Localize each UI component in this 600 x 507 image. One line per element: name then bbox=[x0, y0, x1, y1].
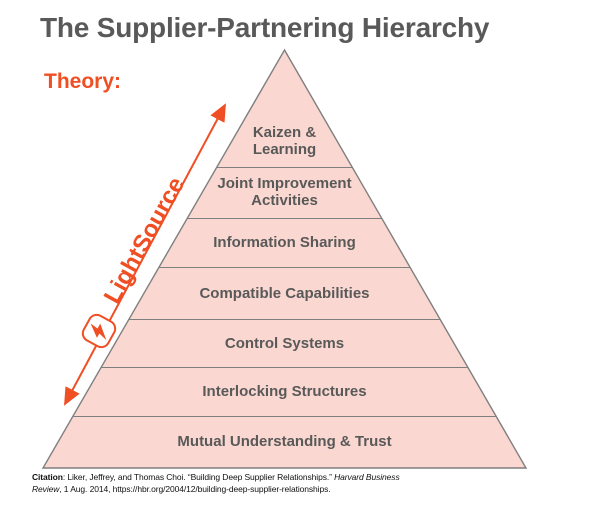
pyramid-level-label: Information Sharing bbox=[213, 234, 356, 251]
page-title: The Supplier-Partnering Hierarchy bbox=[40, 12, 490, 43]
pyramid-level-label: Joint Improvement Activities bbox=[217, 175, 352, 209]
pyramid-level-label: Compatible Capabilities bbox=[199, 285, 370, 302]
pyramid-level-label: Interlocking Structures bbox=[202, 383, 367, 400]
citation: Citation: Liker, Jeffrey, and Thomas Cho… bbox=[32, 471, 400, 495]
theory-label: Theory: bbox=[44, 70, 122, 93]
citation-italic-2: Review bbox=[32, 484, 60, 494]
pyramid-outline bbox=[41, 48, 528, 469]
pyramid-level-label: Mutual Understanding & Trust bbox=[177, 433, 392, 450]
citation-text-1: : Liker, Jeffrey, and Thomas Choi. “Buil… bbox=[62, 472, 335, 482]
lightning-bolt-icon bbox=[81, 313, 117, 349]
pyramid-level-label: Kaizen & Learning bbox=[252, 124, 317, 158]
double-arrow bbox=[64, 103, 226, 406]
citation-italic-1: Harvard Business bbox=[334, 472, 400, 482]
pyramid-level-label: Control Systems bbox=[224, 335, 345, 352]
citation-text-2: , 1 Aug. 2014, https://hbr.org/2004/12/b… bbox=[59, 484, 331, 494]
citation-label: Citation bbox=[32, 472, 63, 482]
